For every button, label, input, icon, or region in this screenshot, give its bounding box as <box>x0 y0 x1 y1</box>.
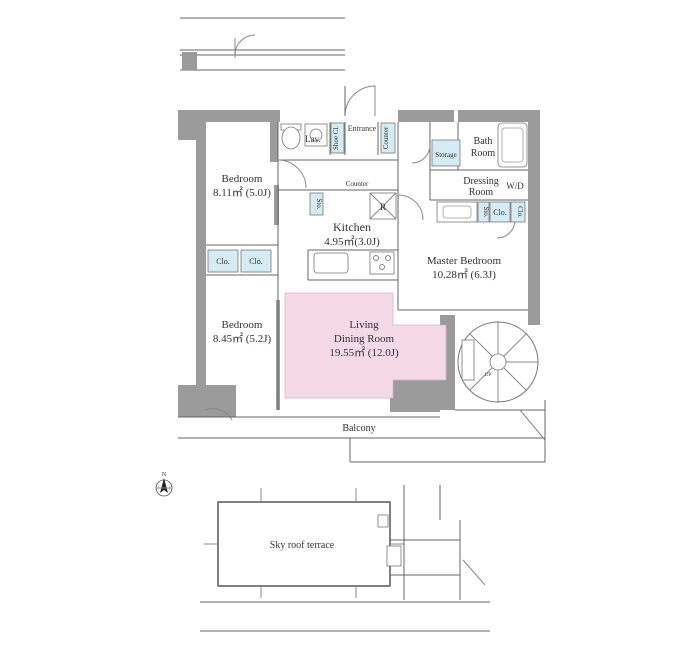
kitchen-counter-label: Counter <box>346 180 369 188</box>
entrance-door <box>344 85 376 117</box>
sky-roof-terrace <box>200 485 490 632</box>
bedroom1-area: 8.11㎡ (5.0J) <box>213 186 271 199</box>
bedroom-closet-2 <box>240 249 272 273</box>
stove-icon <box>369 251 395 275</box>
spiral-stair-icon <box>457 321 539 403</box>
living-dining-highlight <box>284 292 447 399</box>
bedroom-clo1-label: Clo. <box>216 257 230 266</box>
bath-line2: Room <box>471 148 496 159</box>
bedroom2-area: 8.45㎡ (5.2J) <box>213 332 272 345</box>
north-arrow-icon <box>155 478 173 497</box>
north-label: N <box>162 472 167 478</box>
kitchen-storage <box>309 192 324 216</box>
storage-label: Storage <box>435 151 456 159</box>
stair-up-label: UP <box>485 373 492 378</box>
storage <box>431 139 461 167</box>
master-clo2-label: Clo. <box>516 206 524 218</box>
fixture-labels: Lav. Shoe Cl. Entrance Counter Storage W… <box>162 124 524 551</box>
balcony-area <box>178 400 546 463</box>
sky-terrace-label: Sky roof terrace <box>270 540 335 551</box>
fridge-icon <box>369 192 397 220</box>
kitchen-sto-label: Sto. <box>315 198 323 209</box>
kitchen-name: Kitchen <box>333 220 371 234</box>
living-line1: Living <box>349 319 379 331</box>
entry-counter <box>380 122 396 154</box>
master-storage <box>477 201 490 223</box>
dressing-line1: Dressing <box>463 176 499 187</box>
master-sto-label: Sto. <box>482 206 490 217</box>
washer-icon <box>436 201 478 223</box>
fridge-label: R <box>380 202 386 212</box>
shoe-closet-label: Shoe Cl. <box>332 126 340 150</box>
bedroom1-name: Bedroom <box>222 173 263 185</box>
dressing-line2: Room <box>469 187 494 198</box>
master-name: Master Bedroom <box>427 255 502 267</box>
entrance-label: Entrance <box>348 124 377 133</box>
master-closet-2 <box>510 201 526 223</box>
bedroom-clo2-label: Clo. <box>249 257 263 266</box>
bathtub-icon <box>497 122 528 168</box>
bath-line1: Bath <box>474 136 493 147</box>
master-clo1-label: Clo. <box>493 208 507 217</box>
entry-counter-label: Counter <box>382 126 390 149</box>
sink-icon <box>313 252 349 274</box>
washbasin-icon <box>304 123 328 147</box>
kitchen-area: 4.95㎡(3.0J) <box>324 235 380 248</box>
master-area: 10.28㎡ (6.3J) <box>432 268 496 281</box>
shoe-closet <box>330 122 345 154</box>
bedroom-closet-1 <box>207 249 239 273</box>
wd-label: W/D <box>506 181 524 191</box>
lav-label: Lav. <box>305 134 321 144</box>
room-labels: Bedroom 8.11㎡ (5.0J) Bedroom 8.45㎡ (5.2J… <box>213 136 502 359</box>
balcony-label: Balcony <box>342 423 375 434</box>
living-area: 19.55㎡ (12.0J) <box>329 346 399 359</box>
partitions <box>206 122 528 410</box>
upper-plan-fragment <box>180 17 345 71</box>
living-line2: Dining Room <box>334 333 395 345</box>
bedroom2-name: Bedroom <box>222 319 263 331</box>
master-closet-1 <box>489 201 511 223</box>
toilet-icon <box>280 123 302 150</box>
